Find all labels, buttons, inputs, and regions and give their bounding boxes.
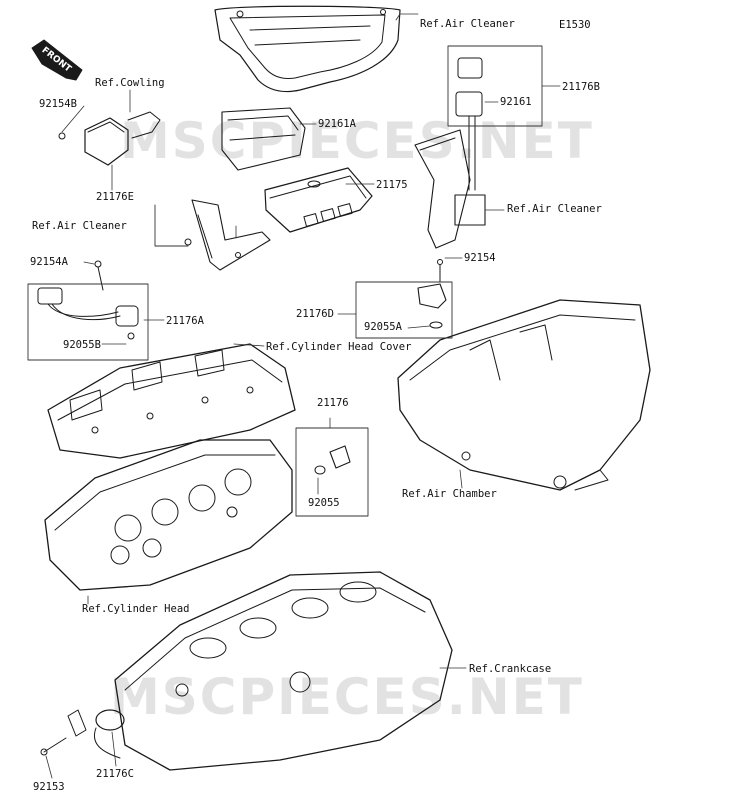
label-92153: 92153 [33, 781, 65, 793]
label-ref-air-chamber: Ref.Air Chamber [402, 488, 497, 500]
front-label: FRONT [39, 45, 73, 75]
label-ref-cylinder-head-cover: Ref.Cylinder Head Cover [266, 341, 412, 353]
sensor-21176b [454, 57, 486, 226]
label-92154: 92154 [464, 252, 496, 264]
leader-lines [45, 13, 561, 779]
ecu-assembly [221, 107, 373, 233]
label-ref-air-cleaner-top: Ref.Air Cleaner [420, 18, 515, 30]
cylinder-head [44, 439, 293, 591]
label-21175: 21175 [376, 179, 408, 191]
label-ref-air-cleaner-right: Ref.Air Cleaner [507, 203, 602, 215]
label-21176b: 21176B [562, 81, 600, 93]
cylinder-head-cover [47, 343, 296, 459]
air-duct-right [414, 129, 471, 249]
label-ref-cylinder-head: Ref.Cylinder Head [82, 603, 190, 615]
sensor-21176d [417, 259, 447, 329]
diagram-code: E1530 [559, 19, 591, 31]
label-92055: 92055 [308, 497, 340, 509]
label-92055a: 92055A [364, 321, 402, 333]
label-ref-crankcase: Ref.Crankcase [469, 663, 552, 675]
label-21176c: 21176C [96, 768, 134, 780]
label-21176a: 21176A [166, 315, 204, 327]
label-21176: 21176 [317, 397, 349, 409]
callout-boxes [27, 45, 543, 517]
front-arrow-icon [31, 39, 83, 81]
front-indicator: FRONT [30, 40, 84, 80]
label-ref-air-cleaner-left: Ref.Air Cleaner [32, 220, 127, 232]
air-chamber [397, 299, 651, 491]
label-92055b: 92055B [63, 339, 101, 351]
label-92154b: 92154B [39, 98, 77, 110]
label-ref-cowling: Ref.Cowling [95, 77, 165, 89]
ecu-bracket [184, 199, 271, 271]
air-cleaner-body [214, 5, 401, 93]
sensor-21176a [37, 260, 139, 340]
label-92161: 92161 [500, 96, 532, 108]
label-92154a: 92154A [30, 256, 68, 268]
sensor-21176 [314, 445, 351, 475]
crankcase [114, 571, 453, 771]
sensor-21176e [58, 111, 161, 166]
label-21176e: 21176E [96, 191, 134, 203]
knock-sensor-21176c [40, 709, 125, 759]
label-21176d: 21176D [296, 308, 334, 320]
label-92161a: 92161A [318, 118, 356, 130]
